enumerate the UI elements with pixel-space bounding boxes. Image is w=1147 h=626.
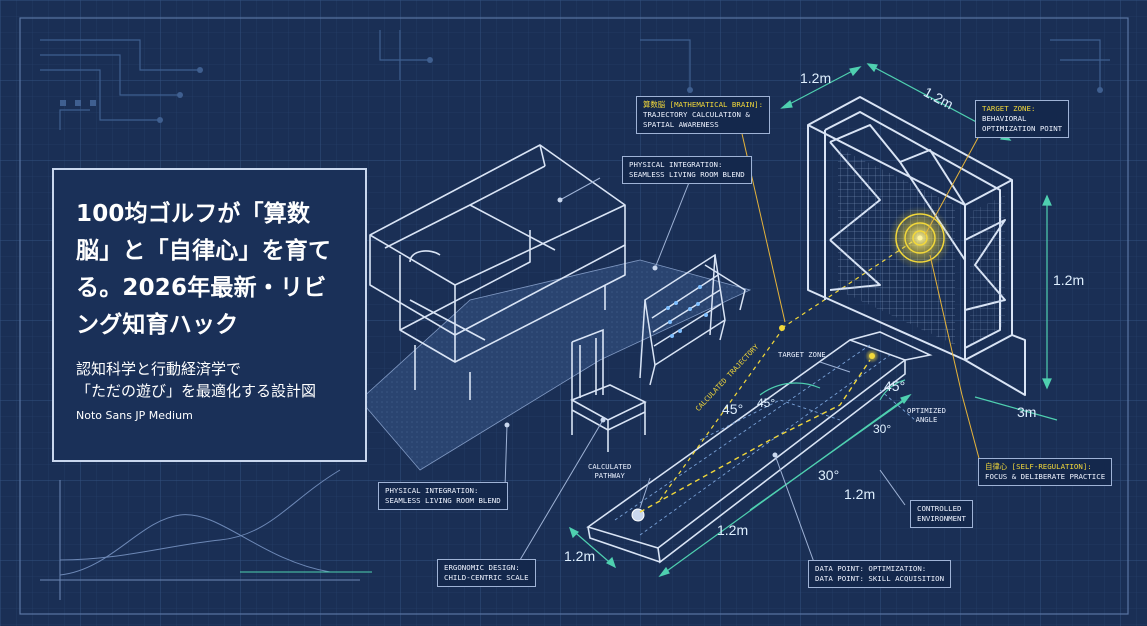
callout-math-brain: 算数脳 [MATHEMATICAL BRAIN]: TRAJECTORY CAL… (636, 96, 771, 134)
subtitle-line-1: 認知科学と行動経済学で (76, 360, 242, 378)
dimension-net-height: 1.2m (1053, 272, 1085, 288)
dimension-net-depth: 3m (1017, 404, 1037, 420)
callout-self-regulation: 自律心 [SELF-REGULATION]: FOCUS & DELIBERAT… (978, 458, 1113, 486)
ramp (586, 331, 933, 564)
circuit-traces (40, 30, 1110, 130)
pointer-dots (504, 197, 778, 458)
callout-controlled-environment: CONTROLLED ENVIRONMENT (910, 500, 973, 528)
callout-physical-top: PHYSICAL INTEGRATION: SEAMLESS LIVING RO… (622, 156, 752, 184)
dimension-angle-45-left: 45° (722, 401, 744, 417)
annotation-optimized-angle: OPTIMIZED ANGLE (907, 406, 946, 424)
subtitle: 認知科学と行動経済学で 「ただの遊び」を最適化する設計図 (76, 358, 343, 402)
dimension-angle-small: 30° (873, 422, 892, 436)
dimension-ramp-length: 1.2m (717, 522, 749, 538)
background-graph (40, 469, 372, 600)
abacus-beads (666, 285, 708, 338)
circuit-nodes (60, 57, 1103, 123)
dimension-ramp-front: 1.2m (844, 486, 876, 502)
frame-border (19, 17, 1129, 615)
trajectory-line (639, 359, 871, 513)
dimension-net-top-left: 1.2m (800, 70, 832, 86)
callout-data-point: DATA POINT: OPTIMIZATION: DATA POINT: SK… (808, 560, 952, 588)
callout-ergonomic: ERGONOMIC DESIGN: CHILD-CENTRIC SCALE (437, 559, 536, 587)
callout-target-zone: TARGET ZONE: BEHAVIORAL OPTIMIZATION POI… (975, 100, 1070, 138)
main-title: 100均ゴルフが「算数脳」と「自律心」を育てる。2026年最新・リビング知育ハッ… (76, 201, 332, 338)
dimension-angle-ramp: 30° (818, 467, 840, 483)
net-target (888, 206, 952, 270)
dimension-angle-45-mid: 45° (757, 396, 776, 410)
annotation-target-zone: TARGET ZONE (778, 350, 826, 359)
dimension-lines (568, 63, 1058, 578)
chair (570, 328, 647, 452)
font-note: Noto Sans JP Medium (76, 409, 193, 422)
abacus (639, 253, 746, 386)
pointer-leaders (504, 177, 906, 566)
dimension-ramp-side: 1.2m (564, 548, 596, 564)
subtitle-line-2: 「ただの遊び」を最適化する設計図 (76, 382, 317, 400)
ramp-guides (614, 344, 916, 536)
sofa (369, 144, 626, 400)
title-card: 100均ゴルフが「算数脳」と「自律心」を育てる。2026年最新・リビング知育ハッ… (52, 168, 367, 462)
dimension-angle-45-right: 45° (884, 378, 906, 394)
annotation-calculated-pathway: CALCULATED PATHWAY (588, 462, 632, 480)
callout-physical-bottom: PHYSICAL INTEGRATION: SEAMLESS LIVING RO… (378, 482, 508, 510)
